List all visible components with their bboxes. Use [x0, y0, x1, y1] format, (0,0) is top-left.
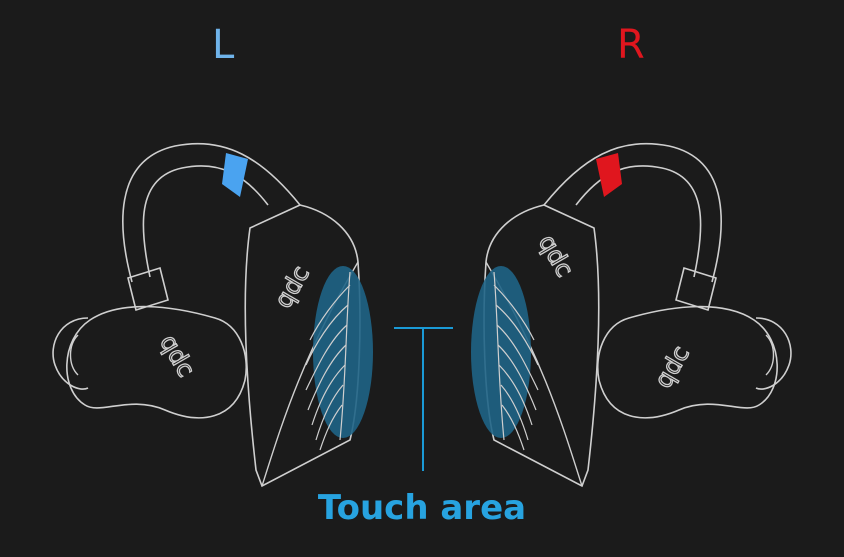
- svg-text:qdc: qdc: [269, 261, 315, 313]
- touch-area-caption: Touch area: [317, 488, 527, 528]
- right-earbud: qdc qdc: [470, 142, 792, 487]
- left-earbud: qdc qdc: [52, 142, 374, 487]
- right-label: R: [617, 22, 645, 68]
- svg-text:qdc: qdc: [649, 341, 695, 393]
- svg-text:qdc: qdc: [533, 230, 579, 282]
- right-band: [596, 153, 622, 197]
- svg-text:qdc: qdc: [154, 330, 200, 382]
- left-label: L: [212, 22, 235, 68]
- touch-pointer: [394, 327, 453, 471]
- left-band: [222, 153, 248, 197]
